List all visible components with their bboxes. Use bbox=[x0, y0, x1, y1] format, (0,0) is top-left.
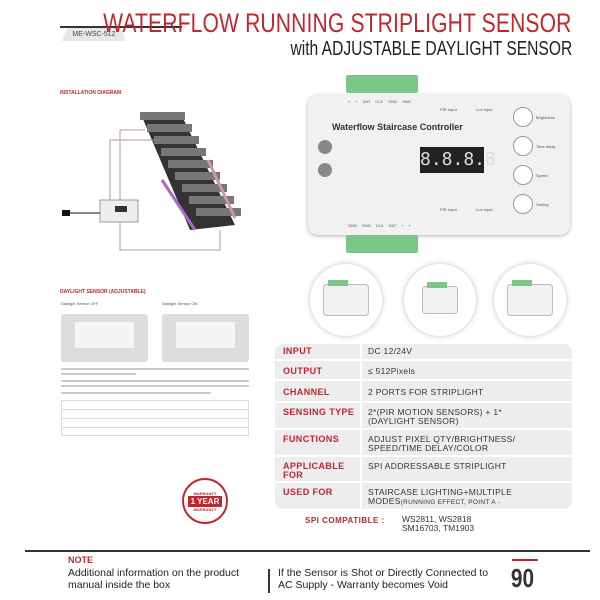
lux-input-label: Lux Input bbox=[476, 207, 493, 212]
installation-diagram bbox=[62, 112, 241, 251]
pir-input-label: PIR Input bbox=[440, 207, 457, 212]
note-text: Additional information on the product ma… bbox=[68, 567, 240, 591]
time-delay-button[interactable]: Time delay bbox=[513, 136, 555, 156]
device-icon bbox=[422, 282, 458, 314]
device-icon bbox=[507, 280, 553, 316]
staircase-steps bbox=[140, 112, 241, 216]
daylight-instructions bbox=[61, 368, 249, 436]
led-display: 8.8.8.8 bbox=[420, 147, 496, 173]
daylight-sensor-label: DAYLIGHT SENSOR (ADJUSTABLE) bbox=[60, 289, 146, 295]
pir-sensor-icon bbox=[318, 163, 332, 177]
page-title: WATERFLOW RUNNING STRIPLIGHT SENSOR bbox=[103, 8, 572, 38]
page-number-rule bbox=[512, 559, 538, 561]
product-code: ME-WSC-512 bbox=[62, 28, 126, 41]
lux-input-label: Lux Input bbox=[476, 107, 493, 112]
top-terminal-block bbox=[346, 75, 418, 93]
product-view-circle bbox=[494, 264, 566, 336]
warranty-warning: If the Sensor is Shot or Directly Connec… bbox=[278, 567, 489, 591]
installation-diagram-label: INSTALLATION DIAGRAM bbox=[60, 90, 122, 96]
pir-sensor-icon bbox=[318, 140, 332, 154]
product-view-circle bbox=[310, 264, 382, 336]
product-view-circle bbox=[404, 264, 476, 336]
note-label: NOTE bbox=[68, 555, 94, 565]
footer-divider bbox=[268, 569, 270, 593]
spi-compatible-label: SPI COMPATIBLE : bbox=[305, 516, 385, 525]
bottom-terminal-block bbox=[346, 235, 418, 253]
daylight-on-caption: Daylight Sensor ON bbox=[162, 301, 198, 306]
controller-image: Waterflow Staircase Controller 8.8.8.8 +… bbox=[308, 75, 570, 253]
setting-button[interactable]: Setting bbox=[513, 194, 555, 214]
daylight-off-caption: Daylight Sensor OFF bbox=[61, 301, 99, 306]
page-number: 90 bbox=[510, 563, 535, 593]
controller-buttons: Brightness Time delay Speed Setting bbox=[513, 107, 555, 214]
footer-rule bbox=[25, 550, 590, 552]
pir-input-label: PIR Input bbox=[440, 107, 457, 112]
header-rule bbox=[60, 26, 182, 28]
warranty-badge: WARRANTY 1 YEAR WARRANTY bbox=[182, 478, 228, 524]
speed-button[interactable]: Speed bbox=[513, 165, 555, 185]
daylight-on-image bbox=[162, 314, 249, 362]
page-subtitle: with ADJUSTABLE DAYLIGHT SENSOR bbox=[290, 38, 572, 60]
daylight-off-image bbox=[61, 314, 148, 362]
brightness-button[interactable]: Brightness bbox=[513, 107, 555, 127]
spec-row: OUTPUT≤ 512Pixels bbox=[275, 361, 572, 381]
device-icon bbox=[323, 280, 369, 316]
controller-name: Waterflow Staircase Controller bbox=[332, 122, 463, 132]
